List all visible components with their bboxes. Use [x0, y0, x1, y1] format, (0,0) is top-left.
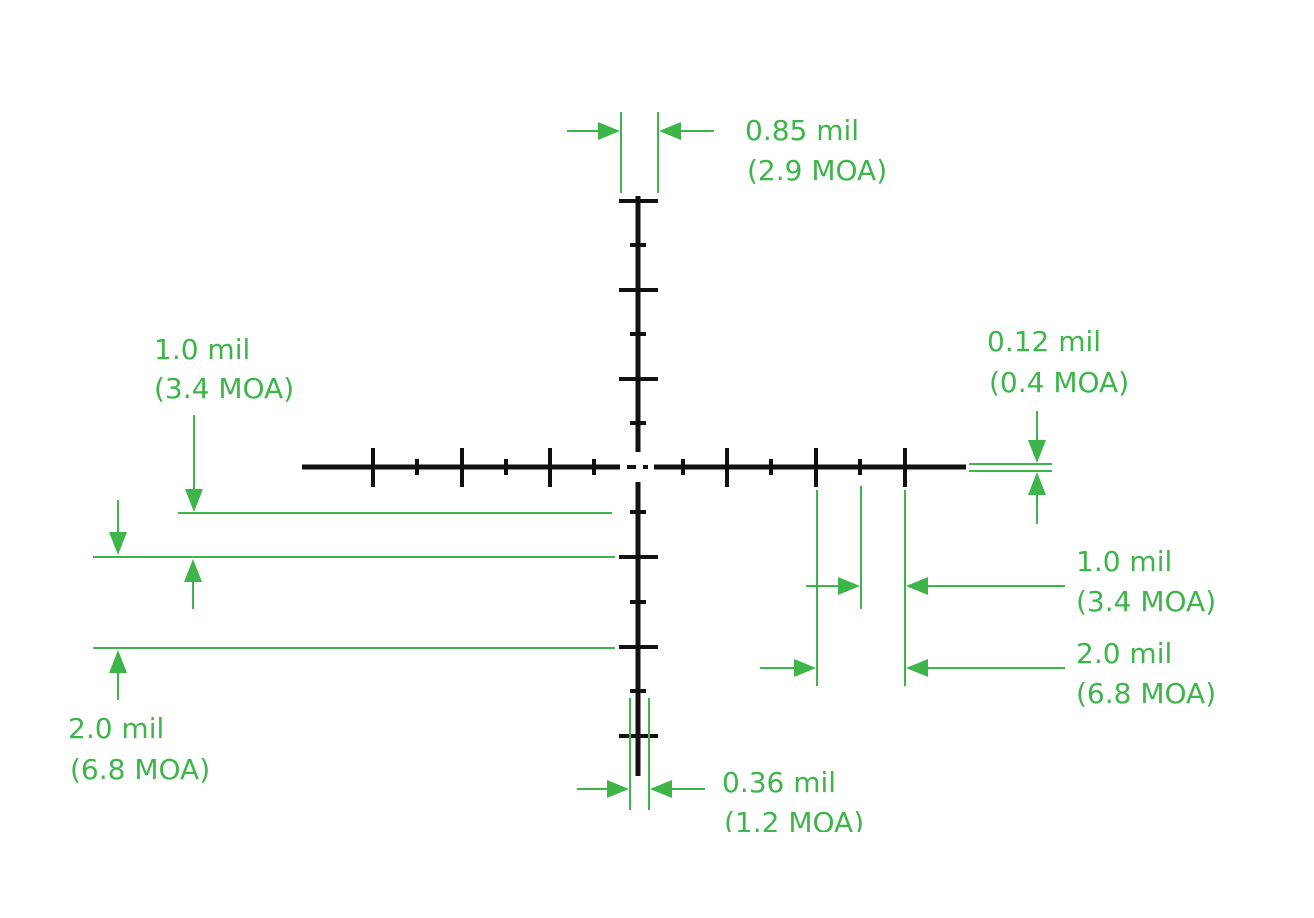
arrow-left-icon — [906, 659, 928, 677]
callout-right-major-line1: 2.0 mil — [1076, 637, 1172, 670]
callout-bottom-width-line1: 0.36 mil — [722, 766, 836, 799]
callout-right-thickness-line1: 0.12 mil — [987, 325, 1101, 358]
callout-left-gap-line1: 1.0 mil — [154, 333, 250, 366]
arrow-right-icon — [598, 122, 620, 140]
callout-right-minor-line2: (3.4 MOA) — [1076, 585, 1216, 618]
dimension-lines — [93, 112, 1065, 810]
arrow-down-icon — [109, 532, 127, 555]
callout-labels: 0.85 mil (2.9 MOA) 1.0 mil (3.4 MOA) 0.1… — [68, 114, 1216, 839]
arrow-right-icon — [838, 577, 860, 595]
arrow-left-icon — [906, 577, 928, 595]
callout-left-major-line2: (6.8 MOA) — [70, 753, 210, 786]
callout-left-major-line1: 2.0 mil — [68, 712, 164, 745]
arrow-left-icon — [659, 122, 681, 140]
callout-top-width-line1: 0.85 mil — [745, 114, 859, 147]
arrow-down-icon — [185, 489, 203, 512]
crop-mask — [690, 832, 930, 872]
arrow-up-icon — [184, 559, 202, 582]
reticle — [302, 196, 966, 776]
arrow-down-icon — [1028, 440, 1046, 463]
callout-left-gap-line2: (3.4 MOA) — [154, 372, 294, 405]
callout-right-minor-line1: 1.0 mil — [1076, 545, 1172, 578]
arrow-up-icon — [1028, 472, 1046, 495]
arrow-up-icon — [109, 650, 127, 673]
callout-right-thickness-line2: (0.4 MOA) — [989, 366, 1129, 399]
callout-right-major-line2: (6.8 MOA) — [1076, 677, 1216, 710]
arrow-left-icon — [650, 780, 672, 798]
callout-top-width-line2: (2.9 MOA) — [747, 154, 887, 187]
arrow-right-icon — [607, 780, 629, 798]
arrow-right-icon — [794, 659, 816, 677]
